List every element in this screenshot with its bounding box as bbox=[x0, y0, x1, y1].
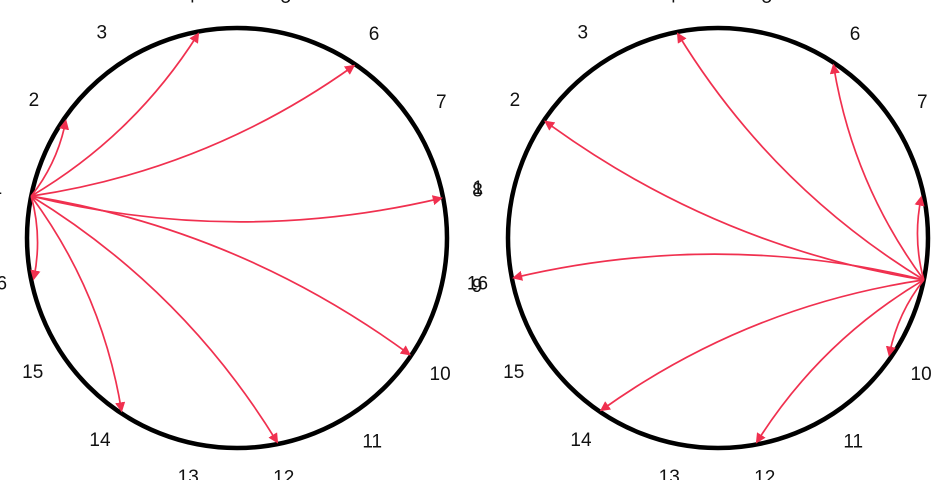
edge-9-to-8 bbox=[914, 195, 925, 281]
node-label-6: 6 bbox=[850, 24, 861, 45]
node-label-5: 5 bbox=[281, 0, 292, 8]
edge-9-to-4 bbox=[676, 32, 925, 281]
edge-9-to-16 bbox=[512, 253, 925, 281]
edge-9-to-14 bbox=[599, 279, 924, 412]
edge-1-to-14 bbox=[30, 195, 126, 413]
node-label-3: 3 bbox=[578, 23, 589, 44]
node-label-11: 11 bbox=[843, 431, 863, 452]
node-label-16: 16 bbox=[0, 274, 7, 295]
edge-1-to-10 bbox=[31, 195, 411, 356]
node-label-10: 10 bbox=[430, 364, 451, 385]
node-label-15: 15 bbox=[22, 362, 43, 383]
node-label-4: 4 bbox=[666, 0, 677, 8]
node-label-16: 16 bbox=[467, 274, 488, 295]
node-label-9: 9 bbox=[472, 276, 483, 297]
node-label-2: 2 bbox=[510, 90, 521, 111]
node-label-15: 15 bbox=[503, 362, 524, 383]
node-label-3: 3 bbox=[97, 23, 108, 44]
ring-circle bbox=[24, 25, 450, 451]
ring-circle bbox=[505, 25, 931, 451]
edge-1-to-16 bbox=[30, 195, 41, 281]
node-label-12: 12 bbox=[273, 468, 294, 480]
node-label-11: 11 bbox=[362, 431, 382, 452]
node-label-5: 5 bbox=[762, 0, 773, 8]
edge-9-to-12 bbox=[755, 279, 925, 444]
edge-1-to-2 bbox=[30, 119, 70, 197]
node-label-7: 7 bbox=[436, 92, 447, 113]
node-label-14: 14 bbox=[570, 430, 592, 451]
edge-1-to-4 bbox=[30, 32, 200, 197]
node-label-10: 10 bbox=[911, 364, 932, 385]
node-label-2: 2 bbox=[29, 90, 40, 111]
edge-1-to-12 bbox=[30, 195, 279, 444]
node-label-12: 12 bbox=[754, 468, 775, 480]
node-label-14: 14 bbox=[89, 430, 111, 451]
node-label-4: 4 bbox=[185, 0, 196, 8]
chord-diagram-left: 12345678910111213141516 bbox=[0, 0, 483, 480]
edge-9-to-2 bbox=[544, 120, 924, 281]
edge-1-to-8 bbox=[30, 195, 443, 223]
edge-1-to-6 bbox=[31, 64, 356, 197]
node-label-13: 13 bbox=[659, 467, 680, 480]
chord-diagram-right: 12345678910111213141516 bbox=[467, 0, 932, 480]
node-label-13: 13 bbox=[178, 467, 199, 480]
node-label-1: 1 bbox=[473, 178, 484, 199]
node-label-1: 1 bbox=[0, 178, 2, 199]
node-label-7: 7 bbox=[917, 92, 928, 113]
node-label-8: 8 bbox=[472, 180, 483, 201]
node-label-6: 6 bbox=[369, 24, 380, 45]
edge-9-to-6 bbox=[829, 63, 925, 281]
edge-9-to-10 bbox=[885, 279, 925, 357]
